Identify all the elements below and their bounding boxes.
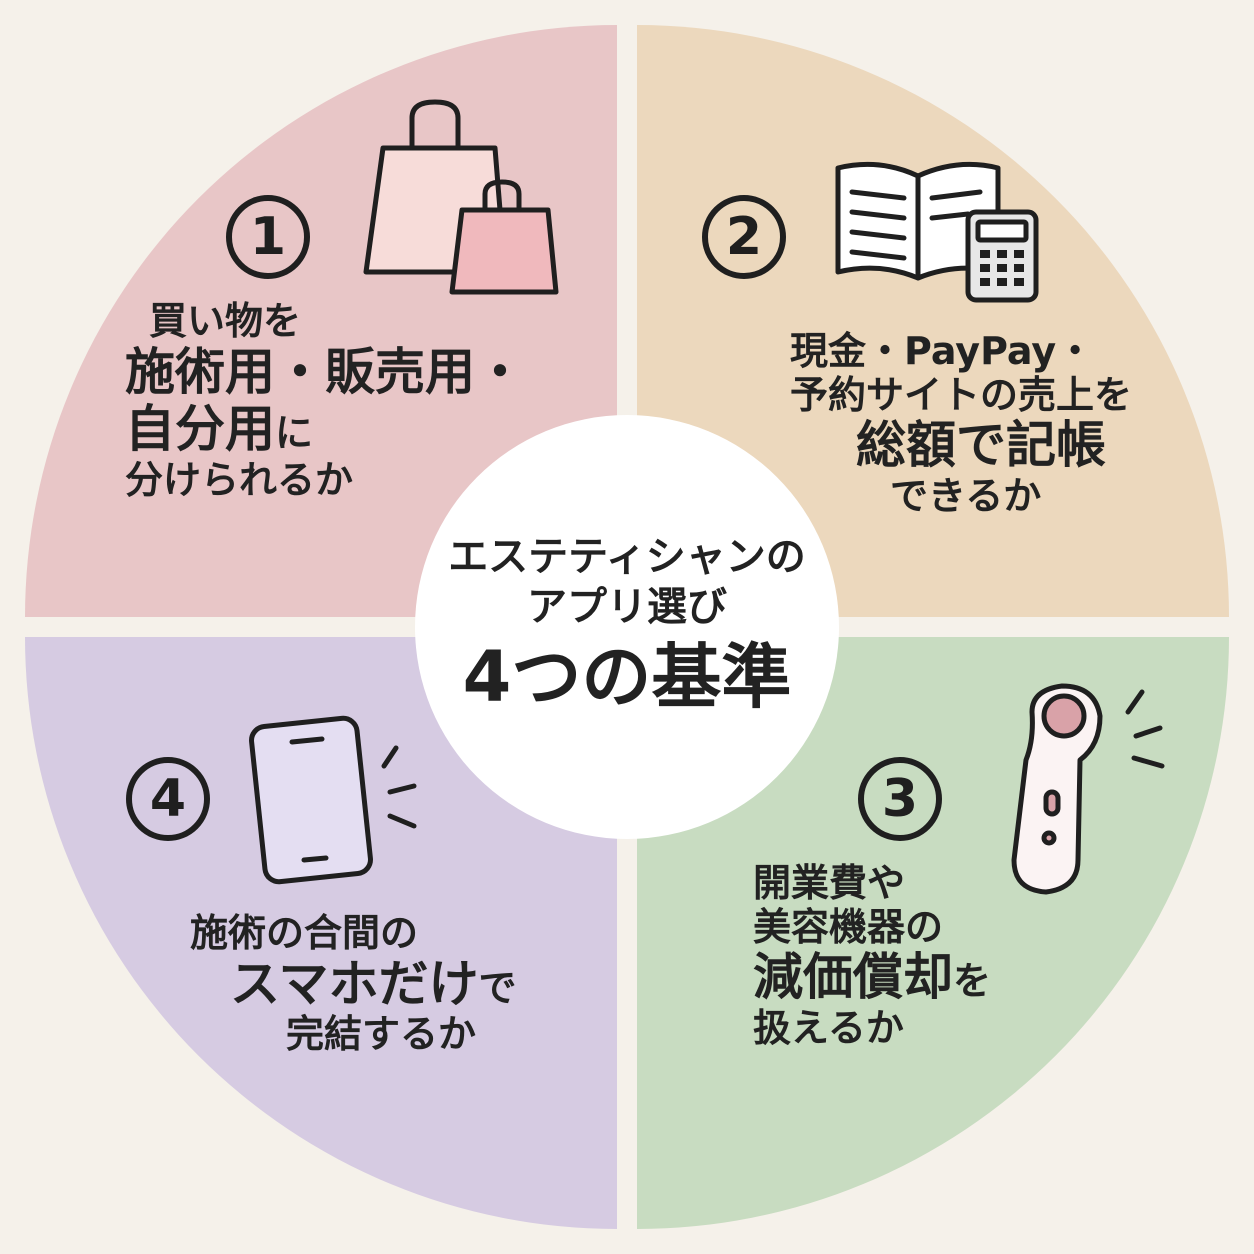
quadrant-3-line-3: 減価償却を [753, 949, 991, 1007]
quadrant-4-line-2-suffix: で [478, 965, 517, 1010]
quadrant-3-line-1: 開業費や [753, 861, 906, 905]
quadrant-1-number: 1 [226, 195, 310, 279]
quadrant-1-line-3: 自分用に [125, 400, 525, 459]
quadrant-3-line-3-suffix: を [953, 959, 992, 1004]
quadrant-4-line-3: 完結するか [286, 1012, 477, 1057]
quadrant-2-number: 2 [702, 195, 786, 279]
center-title-line-3: 4つの基準 [462, 635, 792, 718]
quadrant-2-line-2: 予約サイトの売上を [790, 372, 1133, 417]
quadrant-4-number: 4 [126, 757, 210, 841]
book-calculator-icon [835, 161, 1039, 303]
quadrant-3-number: 3 [858, 757, 942, 841]
center-title-line-1: エステティシャンの [448, 533, 806, 580]
center-disc [415, 415, 839, 839]
quadrant-1-line-1: 買い物を [149, 299, 302, 343]
quadrant-4-line-2-emphasis: スマホだけ [230, 954, 479, 1013]
quadrant-4-line-2: スマホだけで [230, 954, 517, 1014]
beauty-device-icon [1011, 683, 1165, 895]
quadrant-3-line-4: 扱えるか [753, 1005, 904, 1050]
quadrant-1-line-4: 分けられるか [125, 457, 354, 502]
quadrant-1-line-2: 施術用・販売用・ [125, 342, 525, 401]
quadrant-2-line-4: できるか [890, 473, 1042, 518]
smartphone-icon [249, 715, 417, 885]
center-title-line-2: アプリ選び [527, 583, 727, 630]
quadrant-4-text: 施術の合間の スマホだけで 完結するか [190, 911, 517, 1057]
quadrant-3-text: 開業費や 美容機器の 減価償却を 扱えるか [753, 861, 991, 1051]
quadrant-2-line-1: 現金・PayPay・ [790, 329, 1095, 373]
quadrant-1-line-3-emphasis: 自分用 [125, 400, 275, 459]
quadrant-2-text: 現金・PayPay・ 予約サイトの売上を 総額で記帳 できるか [790, 329, 1133, 519]
quadrant-2-line-3: 総額で記帳 [856, 416, 1106, 475]
quadrant-2-background [637, 25, 1229, 617]
quadrant-1-text: 買い物を 施術用・販売用・ 自分用に 分けられるか [125, 299, 525, 502]
quadrant-3-line-2: 美容機器の [753, 904, 944, 949]
quadrant-3-line-3-emphasis: 減価償却 [753, 948, 953, 1007]
shopping-bags-icon [363, 99, 559, 295]
quadrant-4-line-1: 施術の合間の [190, 911, 419, 955]
quadrant-1-line-3-suffix: に [275, 411, 314, 456]
center-title: エステティシャンの アプリ選び 4つの基準 [415, 415, 839, 839]
